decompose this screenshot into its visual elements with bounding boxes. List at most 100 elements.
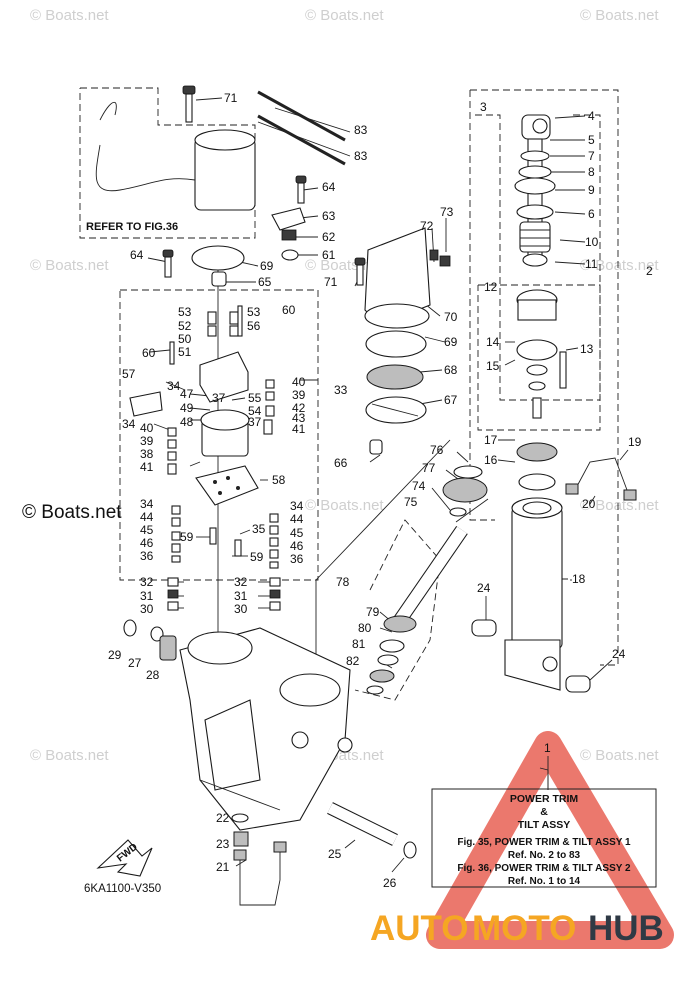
info-ref1-range: Ref. No. 2 to 83 — [508, 850, 581, 861]
callout-17: 17 — [484, 433, 498, 447]
callout-59: 59 — [180, 530, 194, 544]
callout-56: 56 — [247, 319, 261, 333]
callout-83: 83 — [354, 123, 368, 137]
callout-46: 46 — [140, 536, 154, 550]
callout-15: 15 — [486, 359, 500, 373]
callout-13: 13 — [580, 342, 594, 356]
callout-24: 24 — [477, 581, 491, 595]
info-box: 1 POWER TRIM & TILT ASSY Fig. 35, POWER … — [431, 741, 657, 888]
callout-35: 35 — [252, 522, 266, 536]
trim-motor — [95, 102, 256, 211]
watermark-text: © Boats.net — [305, 7, 384, 24]
callout-23: 23 — [216, 837, 230, 851]
manifold — [179, 627, 353, 831]
callout-30: 30 — [140, 602, 154, 616]
callout-82: 82 — [346, 654, 360, 668]
callout-40: 40 — [140, 421, 154, 435]
callout-54: 54 — [248, 404, 262, 418]
callout-4: 4 — [588, 109, 595, 123]
watermark-text: © Boats.net — [305, 497, 384, 514]
callout-43: 43 — [292, 411, 306, 425]
watermark-text: © Boats.net — [580, 7, 659, 24]
info-title-line3: TILT ASSY — [518, 819, 571, 831]
callout-69: 69 — [260, 259, 274, 273]
callout-50: 50 — [178, 332, 192, 346]
tilt-cylinder — [504, 497, 563, 691]
info-title-line1: POWER TRIM — [510, 793, 578, 805]
callout-20: 20 — [582, 497, 596, 511]
pump-body — [195, 351, 259, 506]
callout-31: 31 — [140, 589, 154, 603]
callout-41: 41 — [140, 460, 154, 474]
callout-12: 12 — [484, 280, 498, 294]
callout-64: 64 — [322, 180, 336, 194]
callout-75: 75 — [404, 495, 418, 509]
callout-68: 68 — [444, 363, 458, 377]
callout-73: 73 — [440, 205, 454, 219]
callout-77: 77 — [422, 461, 436, 475]
watermark-text: © Boats.net — [30, 7, 109, 24]
callout-41: 41 — [292, 422, 306, 436]
watermark-text: © Boats.net — [580, 747, 659, 764]
callout-70: 70 — [444, 310, 458, 324]
callout-37: 37 — [248, 415, 262, 429]
callout-62: 62 — [322, 230, 336, 244]
callout-5: 5 — [588, 133, 595, 147]
info-ref2-title: Fig. 36, POWER TRIM & TILT ASSY 2 — [457, 863, 631, 874]
info-ref2-range: Ref. No. 1 to 14 — [508, 876, 581, 887]
callout-31: 31 — [234, 589, 248, 603]
callout-61: 61 — [322, 248, 336, 262]
callout-34: 34 — [167, 379, 181, 393]
callout-24: 24 — [612, 647, 626, 661]
callout-34: 34 — [122, 417, 136, 431]
parts — [95, 85, 637, 906]
callout-30: 30 — [234, 602, 248, 616]
callout-6: 6 — [588, 207, 595, 221]
callout-45: 45 — [140, 523, 154, 537]
callout-51: 51 — [178, 345, 192, 359]
info-ref1-title: Fig. 35, POWER TRIM & TILT ASSY 1 — [457, 837, 631, 848]
group-outlines — [79, 87, 619, 701]
refer-note: REFER TO FIG.36 — [86, 221, 178, 233]
callout-71: 71 — [224, 91, 238, 105]
brand-part1: AUTO — [370, 909, 469, 948]
brand-part3: HUB — [588, 909, 664, 948]
logo-triangle — [426, 731, 674, 949]
callout-32: 32 — [234, 575, 248, 589]
callout-2: 2 — [646, 264, 653, 278]
callout-52: 52 — [178, 319, 192, 333]
callout-58: 58 — [272, 473, 286, 487]
callout-66: 66 — [334, 456, 348, 470]
callout-67: 67 — [444, 393, 458, 407]
callout-16: 16 — [484, 453, 498, 467]
callout-63: 63 — [322, 209, 336, 223]
callout-45: 45 — [290, 526, 304, 540]
callout-32: 32 — [140, 575, 154, 589]
callout-28: 28 — [146, 668, 160, 682]
callout-21: 21 — [216, 860, 230, 874]
callout-11: 11 — [585, 257, 598, 271]
callout-44: 44 — [290, 512, 304, 526]
callout-33: 33 — [334, 383, 348, 397]
callout-1: 1 — [544, 741, 551, 755]
callout-34: 34 — [290, 499, 304, 513]
callout-27: 27 — [128, 656, 142, 670]
watermark-large: © Boats.net — [22, 502, 122, 523]
callout-39: 39 — [292, 388, 306, 402]
brand-part2: MOTO — [472, 909, 576, 948]
watermarks: © Boats.net © Boats.net © Boats.net © Bo… — [30, 7, 659, 764]
callout-10: 10 — [585, 235, 599, 249]
watermark-text: © Boats.net — [30, 747, 109, 764]
callout-38: 38 — [140, 447, 154, 461]
callout-14: 14 — [486, 335, 500, 349]
callout-81: 81 — [352, 637, 366, 651]
callout-40: 40 — [292, 375, 306, 389]
callout-25: 25 — [328, 847, 342, 861]
callout-36: 36 — [140, 549, 154, 563]
callout-7: 7 — [588, 149, 595, 163]
callout-59: 59 — [250, 550, 264, 564]
callout-19: 19 — [628, 435, 642, 449]
callout-71: 71 — [324, 275, 338, 289]
callout-9: 9 — [588, 183, 595, 197]
